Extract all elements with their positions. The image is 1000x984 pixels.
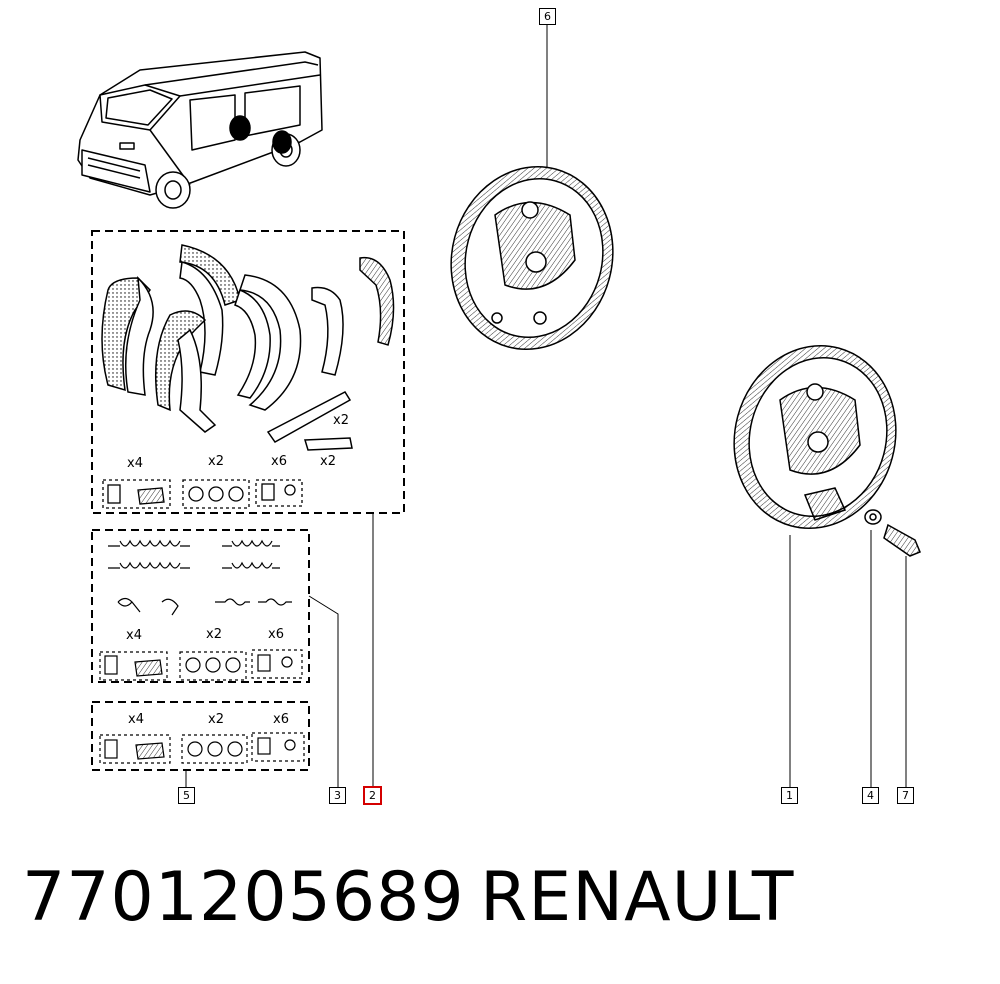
van-illustration: [77, 51, 323, 209]
kit-5-hardware: [99, 732, 305, 764]
kit-3-springs: [99, 539, 303, 681]
qty-g2-springs: x2: [333, 413, 349, 428]
kit-box-3: [91, 529, 310, 683]
callout-3[interactable]: 3: [329, 787, 346, 804]
part-number: 7701205689: [22, 858, 465, 937]
callout-5[interactable]: 5: [178, 787, 195, 804]
brake-shoes: [101, 244, 395, 451]
qty-g5-clips: x6: [273, 712, 289, 727]
brand-name: RENAULT: [480, 858, 795, 937]
callout-4[interactable]: 4: [862, 787, 879, 804]
backing-plate-1: [733, 345, 921, 557]
qty-g5-bolts: x4: [128, 712, 144, 727]
qty-g3-clips: x6: [268, 627, 284, 642]
callout-1[interactable]: 1: [781, 787, 798, 804]
qty-g2-clips: x6: [271, 454, 287, 469]
qty-g2-nuts: x2: [208, 454, 224, 469]
qty-g2-bolts: x4: [127, 456, 143, 471]
qty-g5-nuts: x2: [208, 712, 224, 727]
callout-2-highlighted[interactable]: 2: [364, 787, 381, 804]
qty-g3-nuts: x2: [206, 627, 222, 642]
callout-6[interactable]: 6: [539, 8, 556, 25]
backing-plate-6: [450, 166, 614, 350]
kit-box-2: [91, 230, 405, 514]
qty-g2-springs-b: x2: [320, 454, 336, 469]
kit-2-hardware: [102, 479, 303, 509]
leader-lines: [185, 25, 907, 787]
kit-box-5: [91, 701, 310, 771]
callout-7[interactable]: 7: [897, 787, 914, 804]
qty-g3-bolts: x4: [126, 628, 142, 643]
